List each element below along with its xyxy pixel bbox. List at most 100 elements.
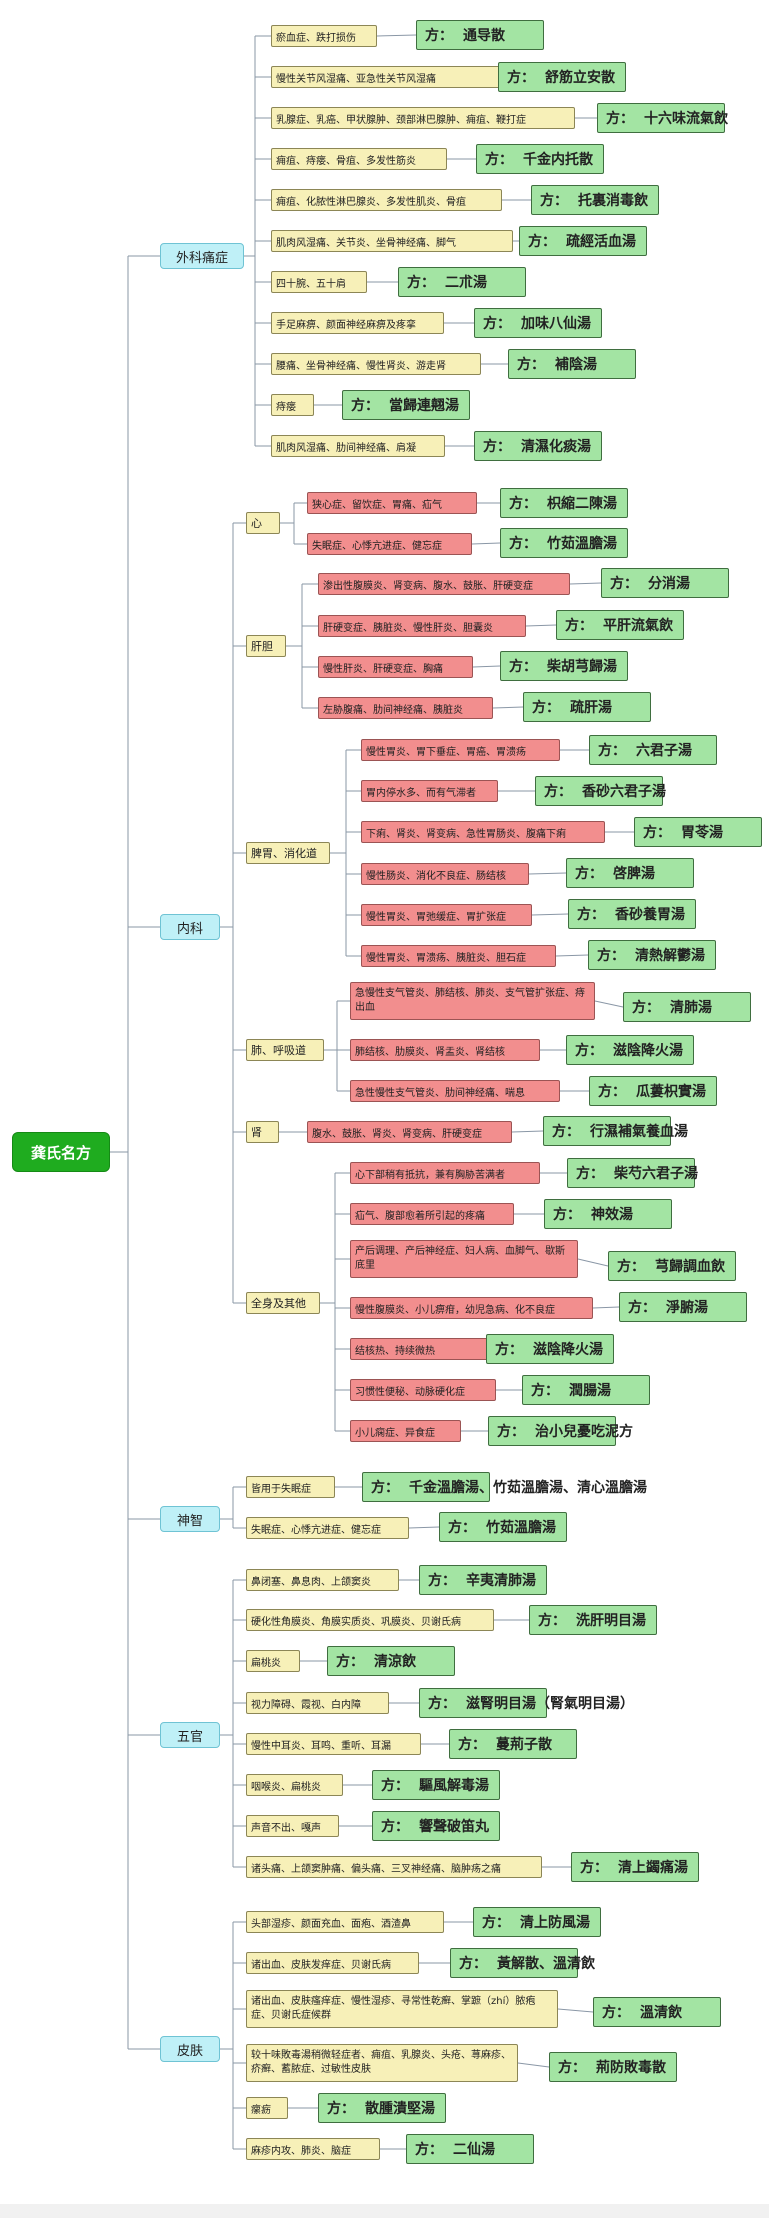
waike-prescription[interactable]: 方：通导散	[416, 20, 544, 50]
wuguan-prescription[interactable]: 方：蔓荊子散	[449, 1729, 577, 1759]
waike-prescription[interactable]: 方：補陰湯	[508, 349, 636, 379]
prescription-name: 滋腎明目湯（腎氣明目湯）	[466, 1696, 634, 1712]
neike-prescription[interactable]: 方：淨腑湯	[619, 1292, 747, 1322]
waike-prescription[interactable]: 方：十六味流氣飲	[597, 103, 728, 133]
prescription-name: 清濕化痰湯	[521, 439, 591, 455]
neike-symptom: 肝硬变症、胰脏炎、慢性肝炎、胆囊炎	[318, 615, 526, 637]
pifu-prescription[interactable]: 方：散腫潰堅湯	[318, 2093, 446, 2123]
subcategory-node[interactable]: 肾	[246, 1121, 279, 1143]
prescription-name: 千金内托散	[523, 152, 593, 168]
prescription-prefix: 方：	[628, 1300, 656, 1316]
category-neike[interactable]: 内科	[160, 914, 220, 940]
prescription-prefix: 方：	[381, 1819, 409, 1835]
wuguan-prescription[interactable]: 方：辛夷清肺湯	[419, 1565, 547, 1595]
root-node[interactable]: 龚氏名方	[12, 1132, 110, 1172]
shenzhi-symptom: 失眠症、心悸亢进症、健忘症	[246, 1517, 409, 1539]
neike-prescription[interactable]: 方：胃苓湯	[634, 817, 762, 847]
wuguan-prescription[interactable]: 方：洗肝明目湯	[529, 1605, 657, 1635]
category-pifu[interactable]: 皮肤	[160, 2036, 220, 2062]
category-waike[interactable]: 外科痛症	[160, 243, 244, 269]
wuguan-prescription[interactable]: 方：驅風解毒湯	[372, 1770, 500, 1800]
neike-prescription[interactable]: 方：疏肝湯	[523, 692, 651, 722]
connector-line	[511, 1130, 544, 1133]
connector-line	[594, 1000, 624, 1008]
neike-prescription[interactable]: 方：柴芍六君子湯	[567, 1158, 698, 1188]
neike-prescription[interactable]: 方：潤腸湯	[522, 1375, 650, 1405]
subcategory-node[interactable]: 心	[246, 512, 280, 534]
neike-prescription[interactable]: 方： 滋陰降火湯	[566, 1035, 694, 1065]
category-wuguan[interactable]: 五官	[160, 1722, 220, 1748]
waike-symptom: 慢性关节风湿痛、亚急性关节风湿痛	[271, 66, 503, 88]
prescription-prefix: 方：	[544, 784, 572, 800]
wuguan-prescription[interactable]: 方：清上蠲痛湯	[571, 1852, 699, 1882]
prescription-prefix: 方：	[575, 1043, 603, 1059]
waike-prescription[interactable]: 方：清濕化痰湯	[474, 431, 602, 461]
pifu-prescription[interactable]: 方：黃解散、溫清飲	[450, 1948, 595, 1978]
waike-prescription[interactable]: 方：加味八仙湯	[474, 308, 602, 338]
shenzhi-symptom: 皆用于失眠症	[246, 1476, 335, 1498]
connector-line	[408, 1526, 440, 1529]
prescription-prefix: 方：	[632, 1000, 660, 1016]
neike-symptom: 左胁腹痛、肋间神经痛、胰脏炎	[318, 697, 493, 719]
prescription-name: 芎歸調血飲	[655, 1259, 725, 1275]
neike-prescription[interactable]: 方：啓脾湯	[566, 858, 694, 888]
horizontal-scrollbar[interactable]	[0, 2204, 769, 2218]
connector-line	[577, 1258, 609, 1267]
neike-prescription[interactable]: 方：柴胡芎歸湯	[500, 651, 628, 681]
neike-prescription[interactable]: 方：枳縮二陳湯	[500, 488, 628, 518]
wuguan-prescription[interactable]: 方：滋腎明目湯（腎氣明目湯）	[419, 1688, 634, 1718]
neike-prescription[interactable]: 方：神效湯	[544, 1199, 672, 1229]
waike-prescription[interactable]: 方：疏經活血湯	[519, 226, 647, 256]
prescription-name: 舒筋立安散	[545, 70, 615, 86]
prescription-prefix: 方：	[381, 1778, 409, 1794]
prescription-prefix: 方：	[425, 28, 453, 44]
neike-prescription[interactable]: 方：治小兒憂吃泥方	[488, 1416, 633, 1446]
waike-prescription[interactable]: 方：二朮湯	[398, 267, 526, 297]
prescription-prefix: 方：	[532, 700, 560, 716]
category-shenzhi[interactable]: 神智	[160, 1506, 220, 1532]
wuguan-prescription[interactable]: 方：清涼飲	[327, 1646, 455, 1676]
neike-prescription[interactable]: 方： 清肺湯	[623, 992, 751, 1022]
waike-symptom: 四十腕、五十肩	[271, 271, 367, 293]
waike-prescription[interactable]: 方：千金内托散	[476, 144, 604, 174]
subcategory-node[interactable]: 肺、呼吸道	[246, 1039, 324, 1061]
neike-prescription[interactable]: 方：香砂養胃湯	[568, 899, 696, 929]
wuguan-prescription[interactable]: 方：響聲破笛丸	[372, 1811, 500, 1841]
connector-line	[528, 872, 567, 875]
pifu-symptom: 诸出血、皮肤发痒症、贝谢氏病	[246, 1952, 419, 1974]
pifu-prescription[interactable]: 方：荊防敗毒散	[549, 2052, 677, 2082]
pifu-prescription[interactable]: 方：清上防風湯	[473, 1907, 601, 1937]
waike-prescription[interactable]: 方：托裏消毒飲	[531, 185, 659, 215]
neike-prescription[interactable]: 方：滋陰降火湯	[486, 1334, 614, 1364]
neike-prescription[interactable]: 方：香砂六君子湯	[535, 776, 666, 806]
shenzhi-prescription[interactable]: 方：千金溫膽湯、竹茹溫膽湯、清心溫膽湯	[362, 1472, 647, 1502]
prescription-name: 洗肝明目湯	[576, 1613, 646, 1629]
neike-prescription[interactable]: 方：瓜蔞枳實湯	[589, 1076, 717, 1106]
neike-prescription[interactable]: 方：分消湯	[601, 568, 729, 598]
subcategory-node[interactable]: 脾胃、消化道	[246, 842, 330, 864]
wuguan-symptom: 诸头痛、上颌窦肿痛、偏头痛、三叉神经痛、脑肿疡之痛	[246, 1856, 542, 1878]
neike-prescription[interactable]: 方：六君子湯	[589, 735, 717, 765]
prescription-name: 清肺湯	[670, 1000, 712, 1016]
subcategory-node[interactable]: 肝胆	[246, 635, 286, 657]
waike-prescription[interactable]: 方：當歸連翹湯	[342, 390, 470, 420]
waike-prescription[interactable]: 方：舒筋立安散	[498, 62, 626, 92]
prescription-name: 瓜蔞枳實湯	[636, 1084, 706, 1100]
prescription-name: 滋陰降火湯	[613, 1043, 683, 1059]
shenzhi-prescription[interactable]: 方：竹茹溫膽湯	[439, 1512, 567, 1542]
neike-prescription[interactable]: 方：行濕補氣養血湯	[543, 1116, 688, 1146]
pifu-prescription[interactable]: 方：溫清飲	[593, 1997, 721, 2027]
neike-prescription[interactable]: 方：平肝流氣飲	[556, 610, 684, 640]
neike-symptom: 结核热、持续微热	[350, 1338, 501, 1360]
prescription-name: 蔓荊子散	[496, 1737, 552, 1753]
wuguan-symptom: 视力障碍、霞视、白内障	[246, 1692, 389, 1714]
prescription-prefix: 方：	[336, 1654, 364, 1670]
neike-prescription[interactable]: 方：芎歸調血飲	[608, 1251, 736, 1281]
prescription-name: 平肝流氣飲	[603, 618, 673, 634]
neike-prescription[interactable]: 方：竹茹溫膽湯	[500, 528, 628, 558]
pifu-prescription[interactable]: 方：二仙湯	[406, 2134, 534, 2164]
connector-line	[517, 2062, 550, 2068]
prescription-prefix: 方：	[459, 1956, 487, 1972]
neike-prescription[interactable]: 方：清熱解鬱湯	[588, 940, 716, 970]
subcategory-node[interactable]: 全身及其他	[246, 1292, 320, 1314]
